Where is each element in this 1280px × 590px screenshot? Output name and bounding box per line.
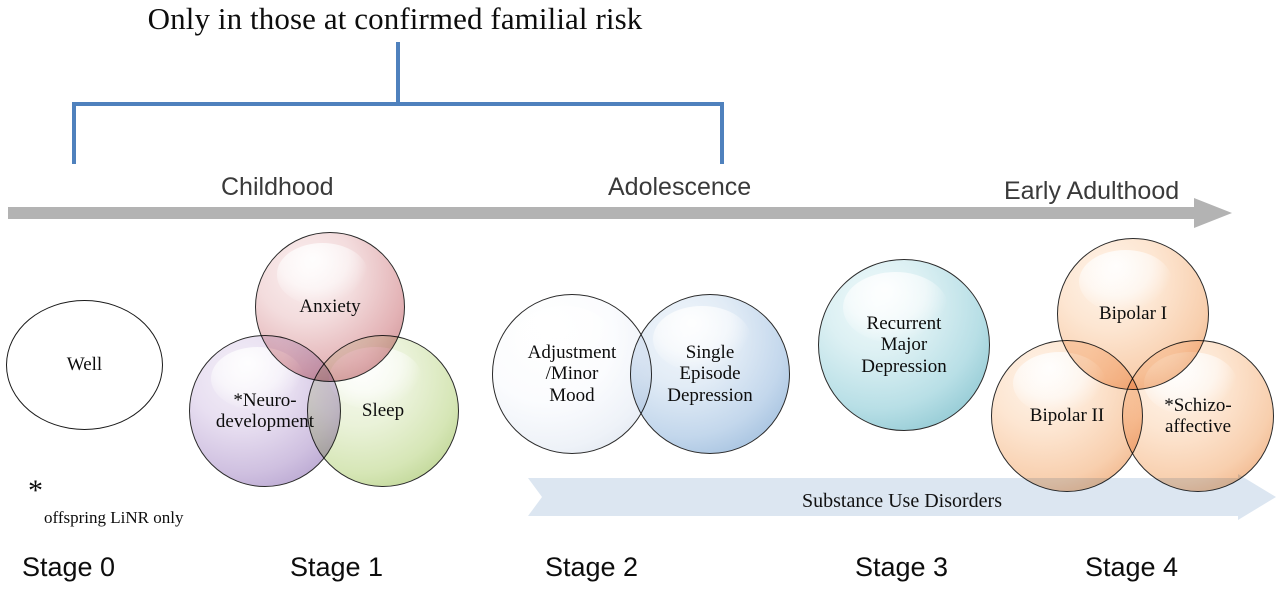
footnote-asterisk: * [28, 474, 43, 507]
era-label-early-adulthood: Early Adulthood [1004, 177, 1180, 205]
circle-label-schizoaffective: *Schizo-affective [1164, 394, 1232, 437]
bracket-left-leg [72, 102, 76, 164]
circle-bipolar-i: Bipolar I [1057, 238, 1209, 390]
circle-anxiety: Anxiety [255, 232, 405, 382]
substance-use-disorders-label: Substance Use Disorders [802, 490, 1002, 512]
stage-label-2: Stage 2 [545, 552, 639, 582]
bracket-crossbar [72, 102, 724, 106]
footnote-text: offspring LiNR only [44, 508, 184, 527]
stage-label-4: Stage 4 [1085, 552, 1179, 582]
era-label-adolescence: Adolescence [608, 173, 752, 201]
era-label-childhood: Childhood [221, 173, 334, 201]
stage-label-0: Stage 0 [22, 552, 116, 582]
bracket-right-leg [720, 102, 724, 164]
circle-label-neurodevelopment: *Neuro-development [215, 389, 315, 432]
bracket-stem [396, 42, 400, 104]
stage-label-1: Stage 1 [290, 552, 384, 582]
circle-label-bipolar-ii: Bipolar II [1029, 405, 1105, 427]
circle-label-bipolar-i: Bipolar I [1098, 303, 1168, 325]
page-title: Only in those at confirmed familial risk [147, 1, 643, 36]
circle-label-sleep: Sleep [361, 400, 405, 422]
stage-label-3: Stage 3 [855, 552, 949, 582]
age-progression-arrow [8, 198, 1232, 228]
circle-well: Well [6, 300, 163, 430]
footnote: * offspring LiNR only [28, 476, 183, 528]
circle-label-anxiety: Anxiety [299, 296, 361, 318]
circle-label-well: Well [66, 354, 103, 375]
